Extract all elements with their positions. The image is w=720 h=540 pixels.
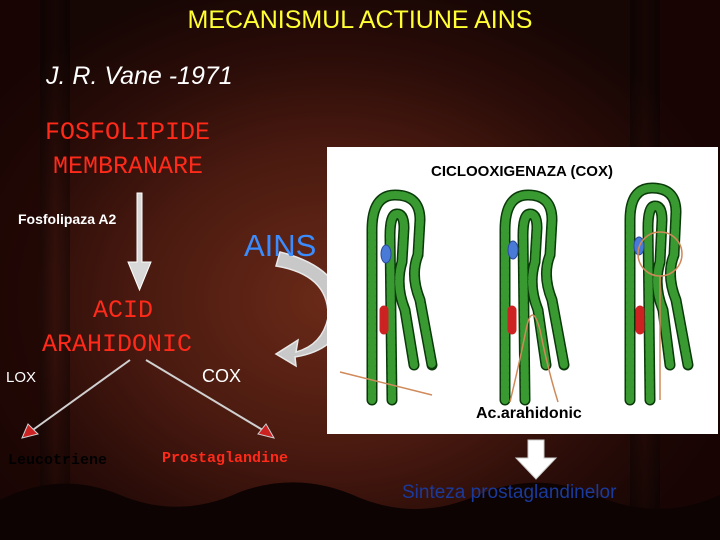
substrate-chain-2 [509,314,559,403]
synthesis-label: Sinteza prostaglandinelor [402,482,617,503]
slide-title: MECANISMUL ACTIUNE AINS [187,6,533,34]
enzyme-label: Fosfolipaza A2 [18,211,117,227]
cox-label: COX [202,366,242,386]
cox-panel-title: CICLOOXIGENAZA (COX) [431,163,613,180]
substrate-label-line1: FOSFOLIPIDE [45,118,211,147]
cox-panel-caption: Ac.arahidonic [476,405,582,422]
cox-enzyme-1 [366,189,438,406]
down-arrow [127,192,152,292]
lox-label: LOX [6,369,37,386]
author-citation: J. R. Vane -1971 [46,62,233,90]
acid-label-line1: ACID [93,296,154,325]
cox-arrowhead [257,423,276,439]
acid-label-line2: ARAHIDONIC [42,330,193,359]
ains-label: AINS [244,228,317,263]
lox-arrowhead [21,423,39,439]
lox-branch-line [29,359,131,433]
cox-enzyme-2 [499,189,570,406]
substrate-chain-1 [339,371,433,396]
leucotriene-label: Leucotriene [8,452,108,469]
substrate-label-line2: MEMBRANARE [53,152,204,181]
cox-branch-line [145,359,267,433]
prostaglandine-label: Prostaglandine [162,450,289,467]
cox-enzyme-3 [624,182,694,406]
synthesis-down-arrow [514,439,558,480]
